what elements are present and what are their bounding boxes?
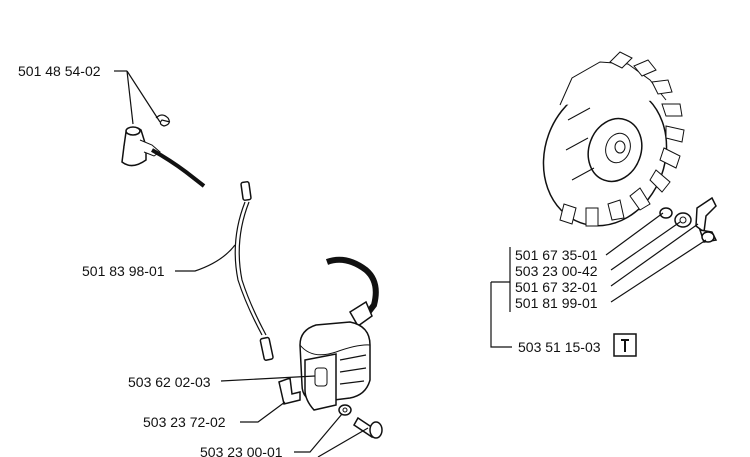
leader-lines <box>114 70 707 457</box>
label-501-67-35-01: 501 67 35-01 <box>515 247 598 263</box>
ignition-module <box>278 256 383 439</box>
label-503-23-72-02: 503 23 72-02 <box>143 414 226 430</box>
label-501-48-54-02: 501 48 54-02 <box>18 63 101 79</box>
label-503-62-02-03: 503 62 02-03 <box>128 374 211 390</box>
label-503-51-15-03: 503 51 15-03 <box>518 339 601 355</box>
label-501-67-32-01: 501 67 32-01 <box>515 279 598 295</box>
label-503-23-00-42: 503 23 00-42 <box>515 263 598 279</box>
spark-plug-cap <box>121 114 206 188</box>
wrench-icon <box>613 333 637 357</box>
label-501-81-99-01: 501 81 99-01 <box>515 295 598 311</box>
label-503-23-00-01: 503 23 00-01 <box>200 444 283 457</box>
flywheel <box>542 51 718 243</box>
ignition-lead <box>234 181 274 361</box>
label-501-83-98-01: 501 83 98-01 <box>82 263 165 279</box>
